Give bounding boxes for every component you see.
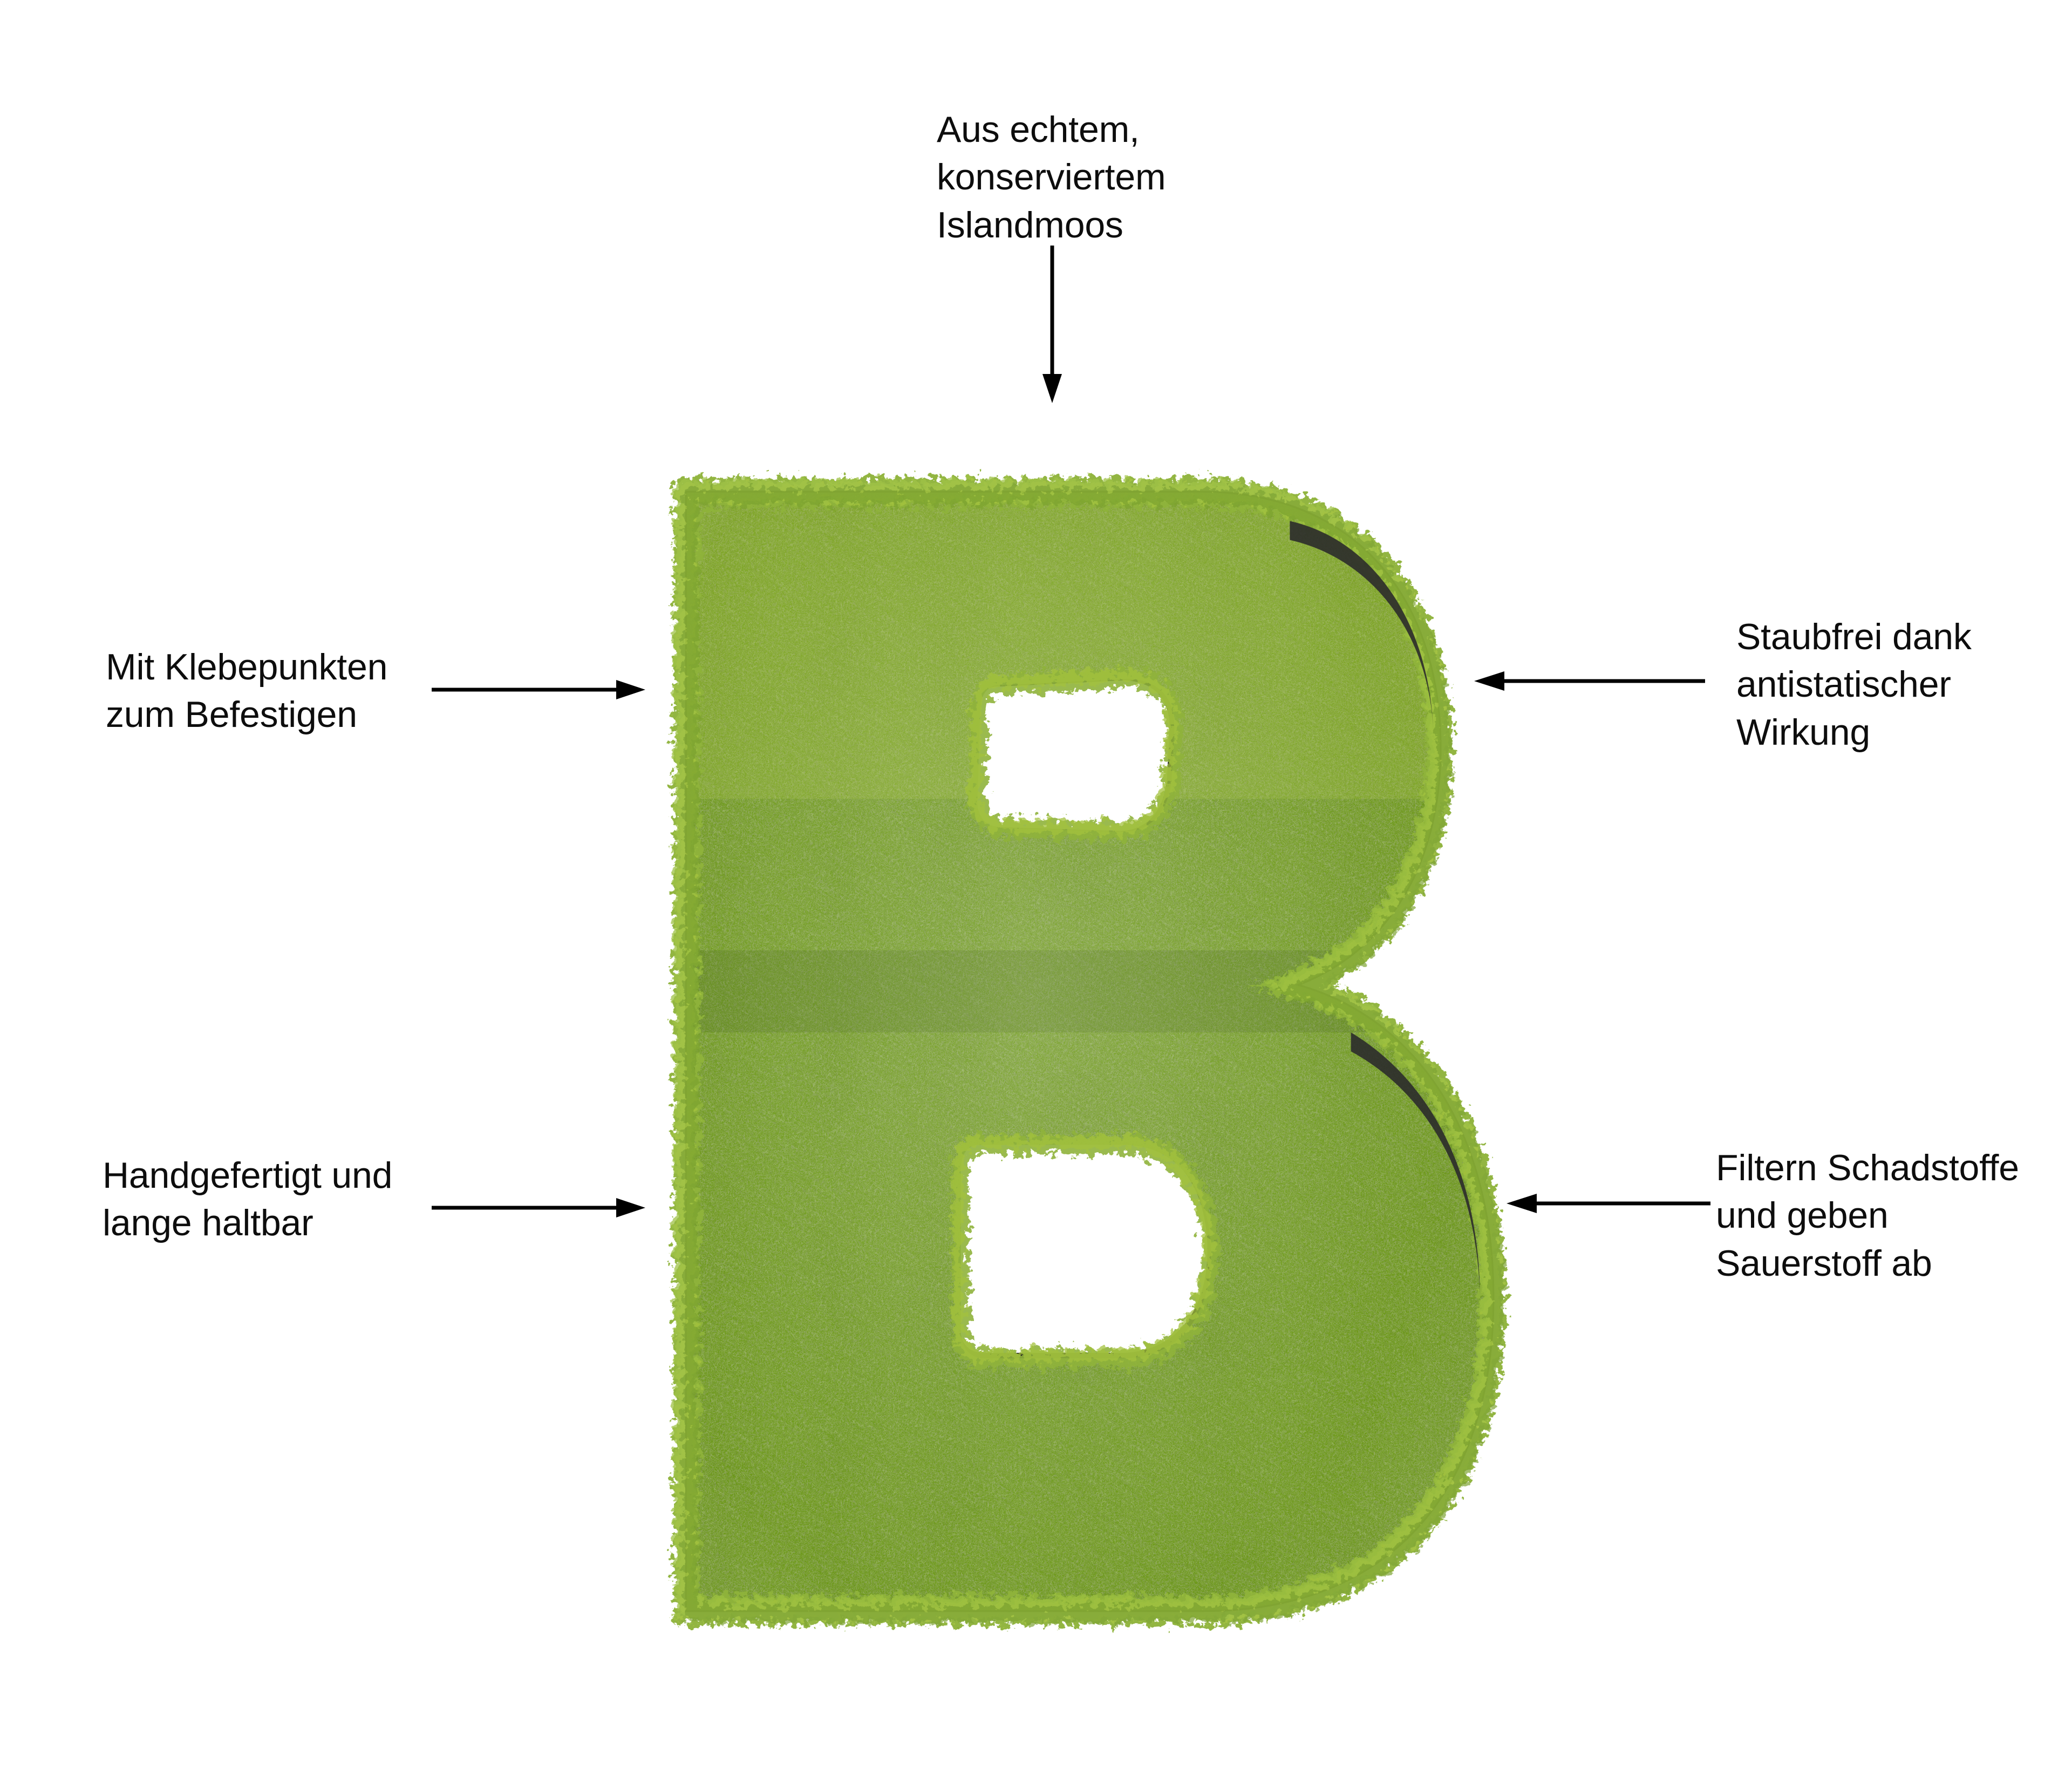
callout-text-handmade: Handgefertigt und lange haltbar [103,1155,393,1244]
callout-text-dust-free: Staubfrei dank antistatischer Wirkung [1736,616,1972,753]
arrow-right-adhesive-dots [432,680,645,699]
callout-text-adhesive-dots: Mit Klebepunkten zum Befestigen [106,647,388,736]
callout-text-air-purifying: Filtern Schadstoffe und geben Sauerstoff… [1716,1147,2019,1284]
arrow-left-dust-free [1474,671,1705,691]
moss-letter-b-graphic [634,445,1543,1635]
board-edge-highlights [1290,521,1480,1295]
arrow-down-material [1042,246,1062,403]
product-image-moss-letter-b [615,389,1543,1635]
arrow-left-air-purifying [1507,1194,1710,1213]
arrow-right-handmade [432,1198,645,1217]
callout-text-material: Aus echtem, konserviertem Islandmoos [937,109,1166,246]
moss-letter-assembly [634,445,1543,1635]
